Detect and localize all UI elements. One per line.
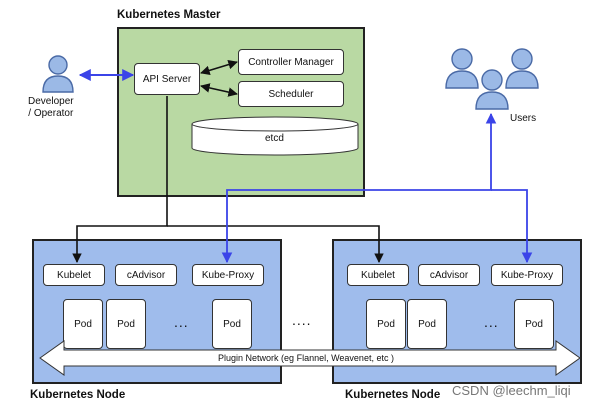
scheduler-box: Scheduler — [238, 81, 344, 107]
plugin-network-arrow — [39, 340, 581, 376]
users-kubeproxy1-connector — [221, 112, 497, 264]
user-icon — [445, 48, 479, 89]
developer-label: Developer / Operator — [28, 96, 74, 119]
node-title-2: Kubernetes Node — [345, 389, 441, 401]
scheduler-label: Scheduler — [268, 88, 314, 100]
cadvisor-box: cAdvisor — [115, 264, 177, 286]
kubelet-box: Kubelet — [43, 264, 105, 286]
users-kubeproxy2-connector — [491, 189, 533, 264]
users-label: Users — [510, 113, 537, 124]
controller-manager-label: Controller Manager — [248, 56, 334, 68]
pod-label: Pod — [117, 318, 135, 330]
kubelet-label: Kubelet — [57, 269, 91, 281]
pod-label: Pod — [418, 318, 436, 330]
api-scheduler-arrow — [200, 83, 238, 97]
pod-ellipsis: ... — [484, 314, 499, 330]
pod-ellipsis: ... — [174, 314, 189, 330]
kube-proxy-label: Kube-Proxy — [201, 269, 255, 281]
watermark: CSDN @leechm_liqi — [452, 383, 571, 398]
user-icon — [475, 69, 509, 110]
master-title: Kubernetes Master — [117, 9, 221, 21]
developer-icon — [42, 55, 74, 93]
kube-proxy-box: Kube-Proxy — [491, 264, 563, 286]
between-nodes-ellipsis: .... — [292, 312, 312, 328]
pod-box: Pod — [366, 299, 406, 349]
kube-proxy-box: Kube-Proxy — [192, 264, 264, 286]
pod-box: Pod — [63, 299, 103, 349]
pod-box: Pod — [407, 299, 447, 349]
controller-manager-box: Controller Manager — [238, 49, 344, 75]
pod-label: Pod — [377, 318, 395, 330]
kubelet-label: Kubelet — [361, 269, 395, 281]
etcd-label: etcd — [265, 133, 284, 144]
plugin-network-label: Plugin Network (eg Flannel, Weavenet, et… — [218, 353, 394, 363]
api-server-label: API Server — [142, 73, 192, 85]
cadvisor-label: cAdvisor — [126, 269, 166, 281]
pod-box: Pod — [212, 299, 252, 349]
api-controller-arrow — [200, 59, 238, 76]
api-server-box: API Server — [134, 63, 200, 95]
pod-label: Pod — [74, 318, 92, 330]
api-kubelet2-connector — [167, 225, 384, 263]
kube-proxy-label: Kube-Proxy — [500, 269, 554, 281]
user-icon — [505, 48, 539, 89]
pod-label: Pod — [223, 318, 241, 330]
cadvisor-label: cAdvisor — [429, 269, 469, 281]
pod-box: Pod — [106, 299, 146, 349]
kubelet-box: Kubelet — [347, 264, 409, 286]
pod-box: Pod — [514, 299, 554, 349]
node-title-1: Kubernetes Node — [30, 389, 126, 401]
api-kubelet1-connector — [72, 96, 168, 263]
cadvisor-box: cAdvisor — [418, 264, 480, 286]
pod-label: Pod — [525, 318, 543, 330]
